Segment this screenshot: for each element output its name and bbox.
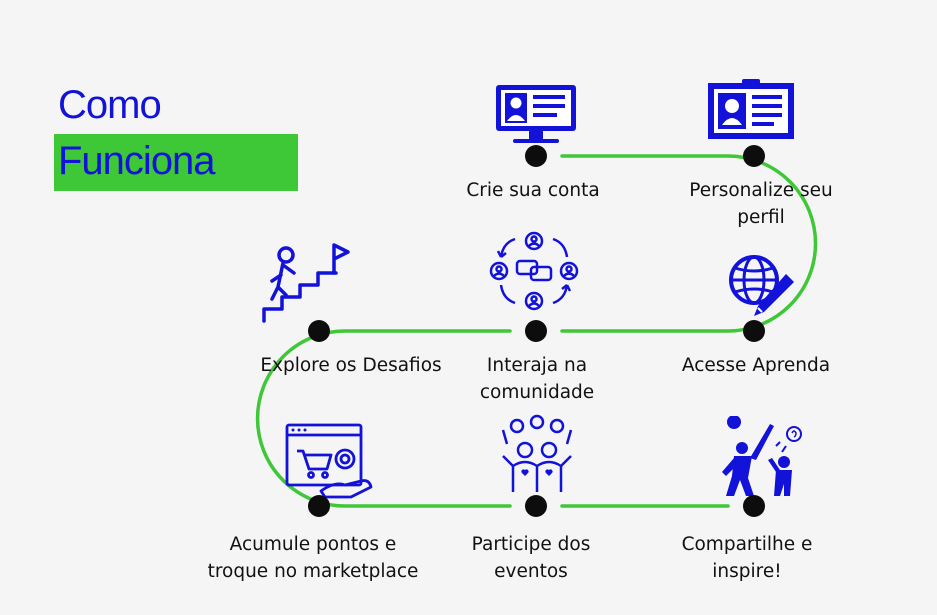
step-node-6 bbox=[308, 495, 330, 517]
step-label-8: Compartilhe e inspire! bbox=[637, 531, 857, 585]
step-node-1 bbox=[525, 145, 547, 167]
step-label-8-line-1: Compartilhe e bbox=[681, 534, 813, 555]
step-node-5 bbox=[308, 320, 330, 342]
title-line-1: Como bbox=[58, 83, 162, 127]
step-label-6: Acumule pontos e troque no marketplace bbox=[203, 531, 423, 585]
step-label-6-line-2: troque no marketplace bbox=[207, 561, 419, 582]
step-label-4: Interaja na comunidade bbox=[427, 352, 647, 406]
step-label-3-line-1: Acesse Aprenda bbox=[681, 355, 831, 376]
step-label-2-line-2: perfil bbox=[737, 207, 785, 228]
step-node-3 bbox=[743, 320, 765, 342]
step-label-5-line-1: Explore os Desafios bbox=[260, 355, 442, 376]
event-crowd-icon bbox=[501, 414, 573, 492]
step-label-7-line-2: eventos bbox=[494, 561, 568, 582]
step-label-8-line-2: inspire! bbox=[712, 561, 782, 582]
step-label-7: Participe dos eventos bbox=[421, 531, 641, 585]
marketplace-icon bbox=[285, 423, 373, 499]
share-inspire-icon bbox=[722, 416, 802, 496]
step-node-7 bbox=[525, 495, 547, 517]
step-label-6-line-1: Acumule pontos e bbox=[229, 534, 397, 555]
step-node-2 bbox=[743, 145, 765, 167]
globe-pencil-icon bbox=[729, 255, 794, 316]
step-label-3: Acesse Aprenda bbox=[646, 352, 866, 379]
step-label-5: Explore os Desafios bbox=[241, 352, 461, 379]
community-chat-icon bbox=[489, 231, 579, 311]
step-label-1-line-1: Crie sua conta bbox=[466, 180, 600, 201]
step-node-8 bbox=[743, 495, 765, 517]
step-label-7-line-1: Participe dos bbox=[471, 534, 591, 555]
step-label-2-line-1: Personalize seu bbox=[689, 180, 833, 201]
computer-profile-icon bbox=[496, 85, 576, 143]
stairs-flag-icon bbox=[262, 243, 350, 323]
step-label-4-line-2: comunidade bbox=[479, 382, 595, 403]
title-highlight bbox=[54, 134, 298, 191]
profile-card-icon bbox=[708, 79, 794, 139]
title-line-2: Funciona bbox=[58, 139, 216, 183]
step-label-2: Personalize seu perfil bbox=[651, 177, 871, 231]
step-label-4-line-1: Interaja na bbox=[486, 355, 588, 376]
step-node-4 bbox=[525, 320, 547, 342]
step-label-1: Crie sua conta bbox=[423, 177, 643, 204]
